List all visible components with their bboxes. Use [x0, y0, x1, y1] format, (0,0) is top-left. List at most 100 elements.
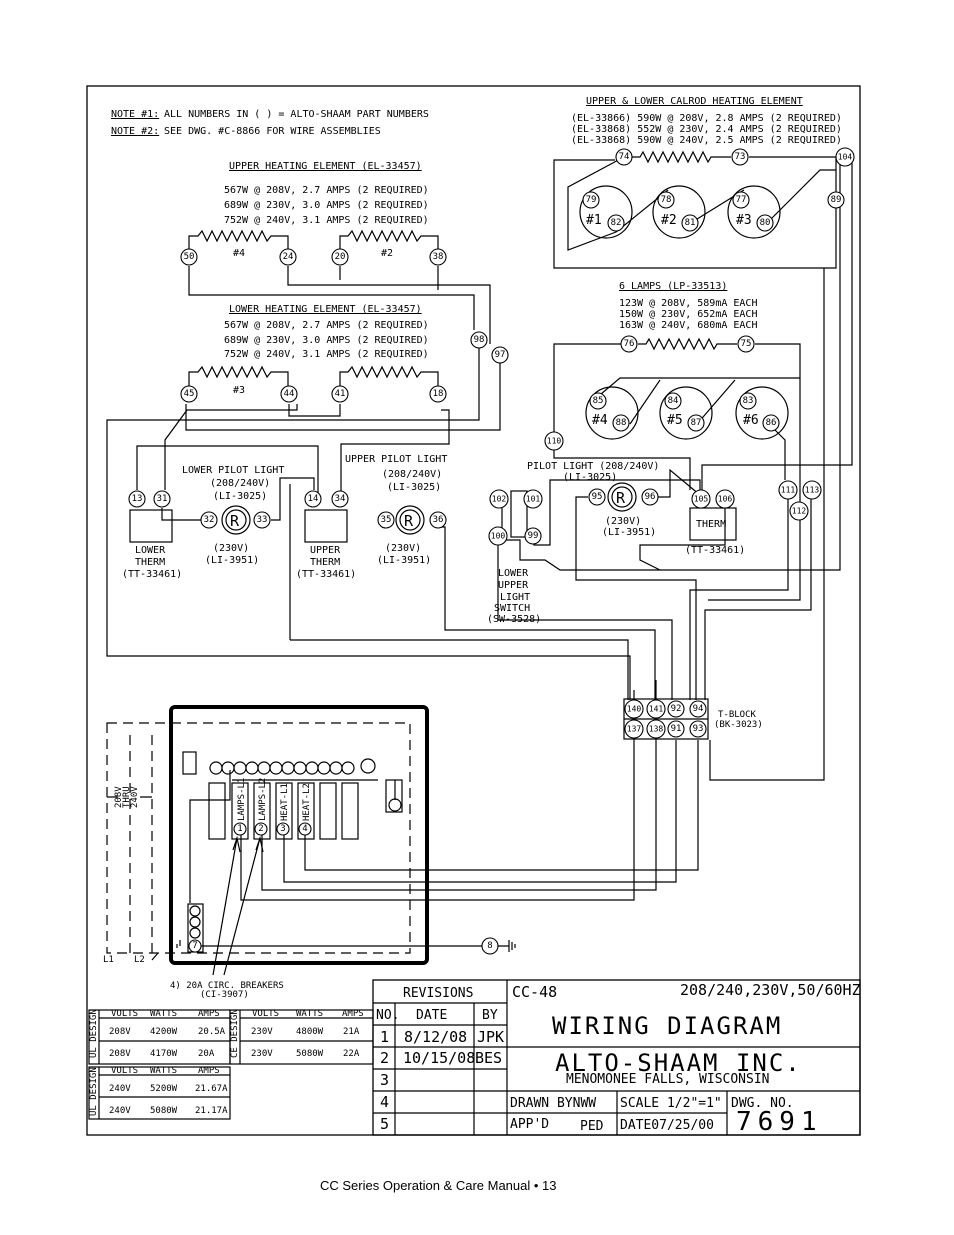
terminal-35: 35 [377, 511, 395, 529]
terminal-78: 78 [657, 191, 675, 209]
lower-pilot-r: R [230, 512, 240, 530]
svg-text:97: 97 [495, 350, 506, 360]
upper-pilot-230v: (230V) [385, 543, 421, 554]
lower-heating-spec-1: 567W @ 208V, 2.7 AMPS (2 REQUIRED) [224, 320, 429, 331]
svg-text:41: 41 [335, 389, 346, 399]
terminal-18: 18 [429, 385, 447, 403]
svg-text:36: 36 [433, 515, 444, 525]
lower-pilot-voltage: (208/240V) [210, 478, 270, 489]
terminal-77: 77 [732, 191, 750, 209]
table3-r2c3: 21.17A [195, 1106, 228, 1116]
svg-text:87: 87 [691, 418, 702, 428]
svg-text:106: 106 [718, 495, 733, 504]
calrod-spec-1: (EL-33866) 590W @ 208V, 2.8 AMPS (2 REQU… [571, 113, 842, 124]
svg-text:84: 84 [668, 396, 679, 406]
terminal-50: 50 [180, 248, 198, 266]
breaker-dots [209, 758, 376, 775]
terminal-87: 87 [687, 414, 705, 432]
table3-r1c2: 5200W [150, 1084, 178, 1094]
revisions-title: REVISIONS [403, 986, 473, 1001]
table2-r2c2: 5080W [296, 1049, 324, 1059]
svg-text:20: 20 [335, 252, 346, 262]
terminal-141: 141 [646, 699, 666, 719]
note1-text: ALL NUMBERS IN ( ) = ALTO-SHAAM PART NUM… [164, 109, 429, 120]
svg-text:91: 91 [671, 724, 682, 734]
svg-text:141: 141 [649, 705, 664, 714]
table1-r2c1: 208V [109, 1049, 131, 1059]
rev-5-no: 5 [380, 1115, 389, 1133]
lamp-4-label: #4 [592, 413, 608, 428]
supply-voltage-2: THRU [122, 786, 132, 808]
breaker-label-1: LAMPS-L1 [237, 778, 247, 821]
supply-l1: L1 [103, 955, 114, 965]
lower-heating-title: LOWER HEATING ELEMENT (EL-33457) [229, 304, 422, 315]
breaker-caption: 4) 20A CIRC. BREAKERS [170, 981, 284, 991]
terminal-86: 86 [762, 414, 780, 432]
note1-label: NOTE #1: [111, 109, 159, 120]
calrod-spec-2: (EL-33868) 552W @ 230V, 2.4 AMPS (2 REQU… [571, 124, 842, 135]
svg-text:34: 34 [335, 494, 346, 504]
svg-text:50: 50 [184, 252, 195, 262]
terminal-105: 105 [691, 489, 711, 509]
table3-r2c2: 5080W [150, 1106, 178, 1116]
table2-r2c1: 230V [251, 1049, 273, 1059]
model: CC-48 [512, 983, 557, 1001]
svg-text:92: 92 [671, 704, 682, 714]
terminal-84: 84 [664, 392, 682, 410]
upper-heating-element: UPPER HEATING ELEMENT (EL-33457) 567W @ … [188, 161, 439, 259]
table1-r1c3: 20.5A [198, 1027, 226, 1037]
svg-text:137: 137 [627, 725, 642, 734]
drawn-by: DRAWN BYNWW [510, 1096, 596, 1111]
lower-therm-box [129, 509, 173, 543]
supply-voltage-3: 240V [130, 786, 140, 808]
svg-text:77: 77 [736, 195, 747, 205]
svg-text:113: 113 [805, 486, 820, 495]
svg-text:74: 74 [619, 152, 630, 162]
svg-text:80: 80 [760, 218, 771, 228]
terminal-137: 137 [624, 719, 644, 739]
terminal-100: 100 [488, 526, 508, 546]
svg-text:138: 138 [649, 725, 664, 734]
svg-text:104: 104 [838, 153, 853, 162]
upper-therm-part: (TT-33461) [296, 569, 356, 580]
pilot-light-230v-part: (LI-3951) [602, 527, 656, 538]
lamps-spec-3: 163W @ 240V, 680mA EACH [619, 320, 757, 331]
svg-text:38: 38 [433, 252, 444, 262]
terminal-73: 73 [731, 148, 749, 166]
note2-text: SEE DWG. #C-8866 FOR WIRE ASSEMBLIES [164, 126, 381, 137]
terminal-113: 113 [802, 480, 822, 500]
terminal-111: 111 [778, 480, 798, 500]
lower-heating-spec-3: 752W @ 240V, 3.1 AMPS (2 REQUIRED) [224, 349, 429, 360]
switch-line-2: UPPER [498, 580, 529, 591]
spec-tables: UL DESIGN VOLTS WATTS AMPS 208V 4200W 20… [88, 1009, 374, 1120]
note2-label: NOTE #2: [111, 126, 159, 137]
col-no: NO. [376, 1008, 399, 1023]
upper-pilot-r: R [404, 512, 414, 530]
breaker-label-2: LAMPS-L2 [258, 778, 268, 821]
svg-text:3: 3 [280, 824, 285, 834]
rev-3-no: 3 [380, 1071, 389, 1089]
terminal-32: 32 [200, 511, 218, 529]
terminal-138: 138 [646, 719, 666, 739]
svg-text:33: 33 [257, 515, 268, 525]
svg-text:100: 100 [491, 532, 506, 541]
lower-pilot-230v-part: (LI-3951) [205, 555, 259, 566]
lower-heating-element: LOWER HEATING ELEMENT (EL-33457) 567W @ … [188, 304, 439, 396]
table3-h1: VOLTS [111, 1066, 138, 1076]
therm-part: (TT-33461) [685, 545, 745, 556]
svg-text:13: 13 [132, 494, 143, 504]
svg-text:99: 99 [528, 531, 539, 541]
terminal-101: 101 [523, 489, 543, 509]
upper-therm-l1: UPPER [310, 545, 341, 556]
table1-r1c1: 208V [109, 1027, 131, 1037]
scale: SCALE 1/2"=1" [620, 1096, 722, 1111]
terminal-74: 74 [615, 148, 633, 166]
terminal-81: 81 [681, 214, 699, 232]
dwg-no-label: DWG. NO. [731, 1096, 794, 1111]
svg-text:85: 85 [593, 396, 604, 406]
svg-text:111: 111 [781, 486, 796, 495]
svg-text:101: 101 [526, 495, 541, 504]
terminal-83: 83 [739, 392, 757, 410]
table1-h3: AMPS [198, 1009, 220, 1019]
